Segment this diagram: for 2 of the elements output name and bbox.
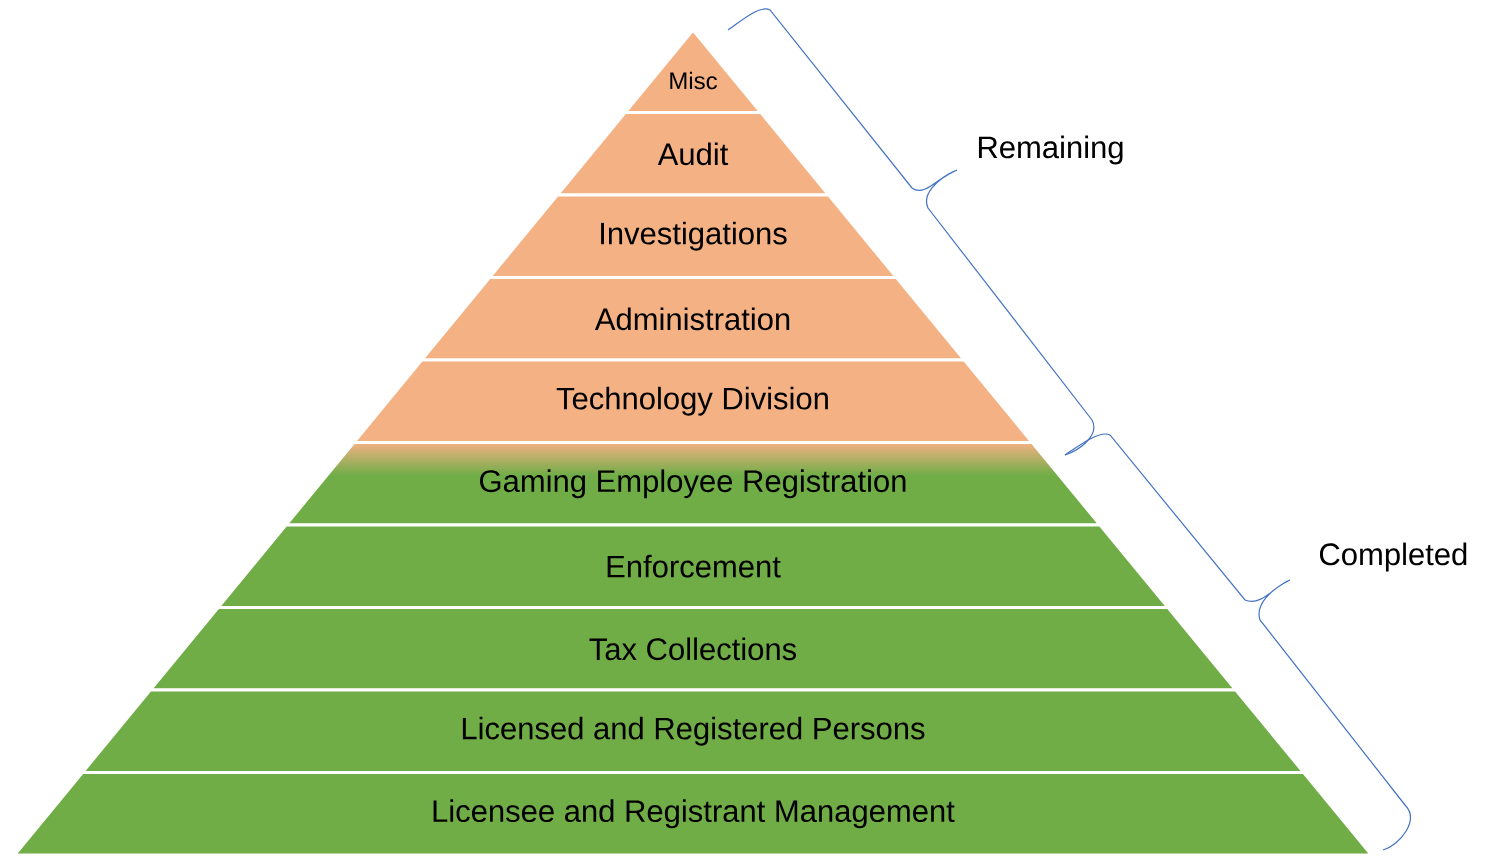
bracket-label: Completed xyxy=(1319,542,1467,572)
bracket-label: Remaining xyxy=(978,135,1123,165)
